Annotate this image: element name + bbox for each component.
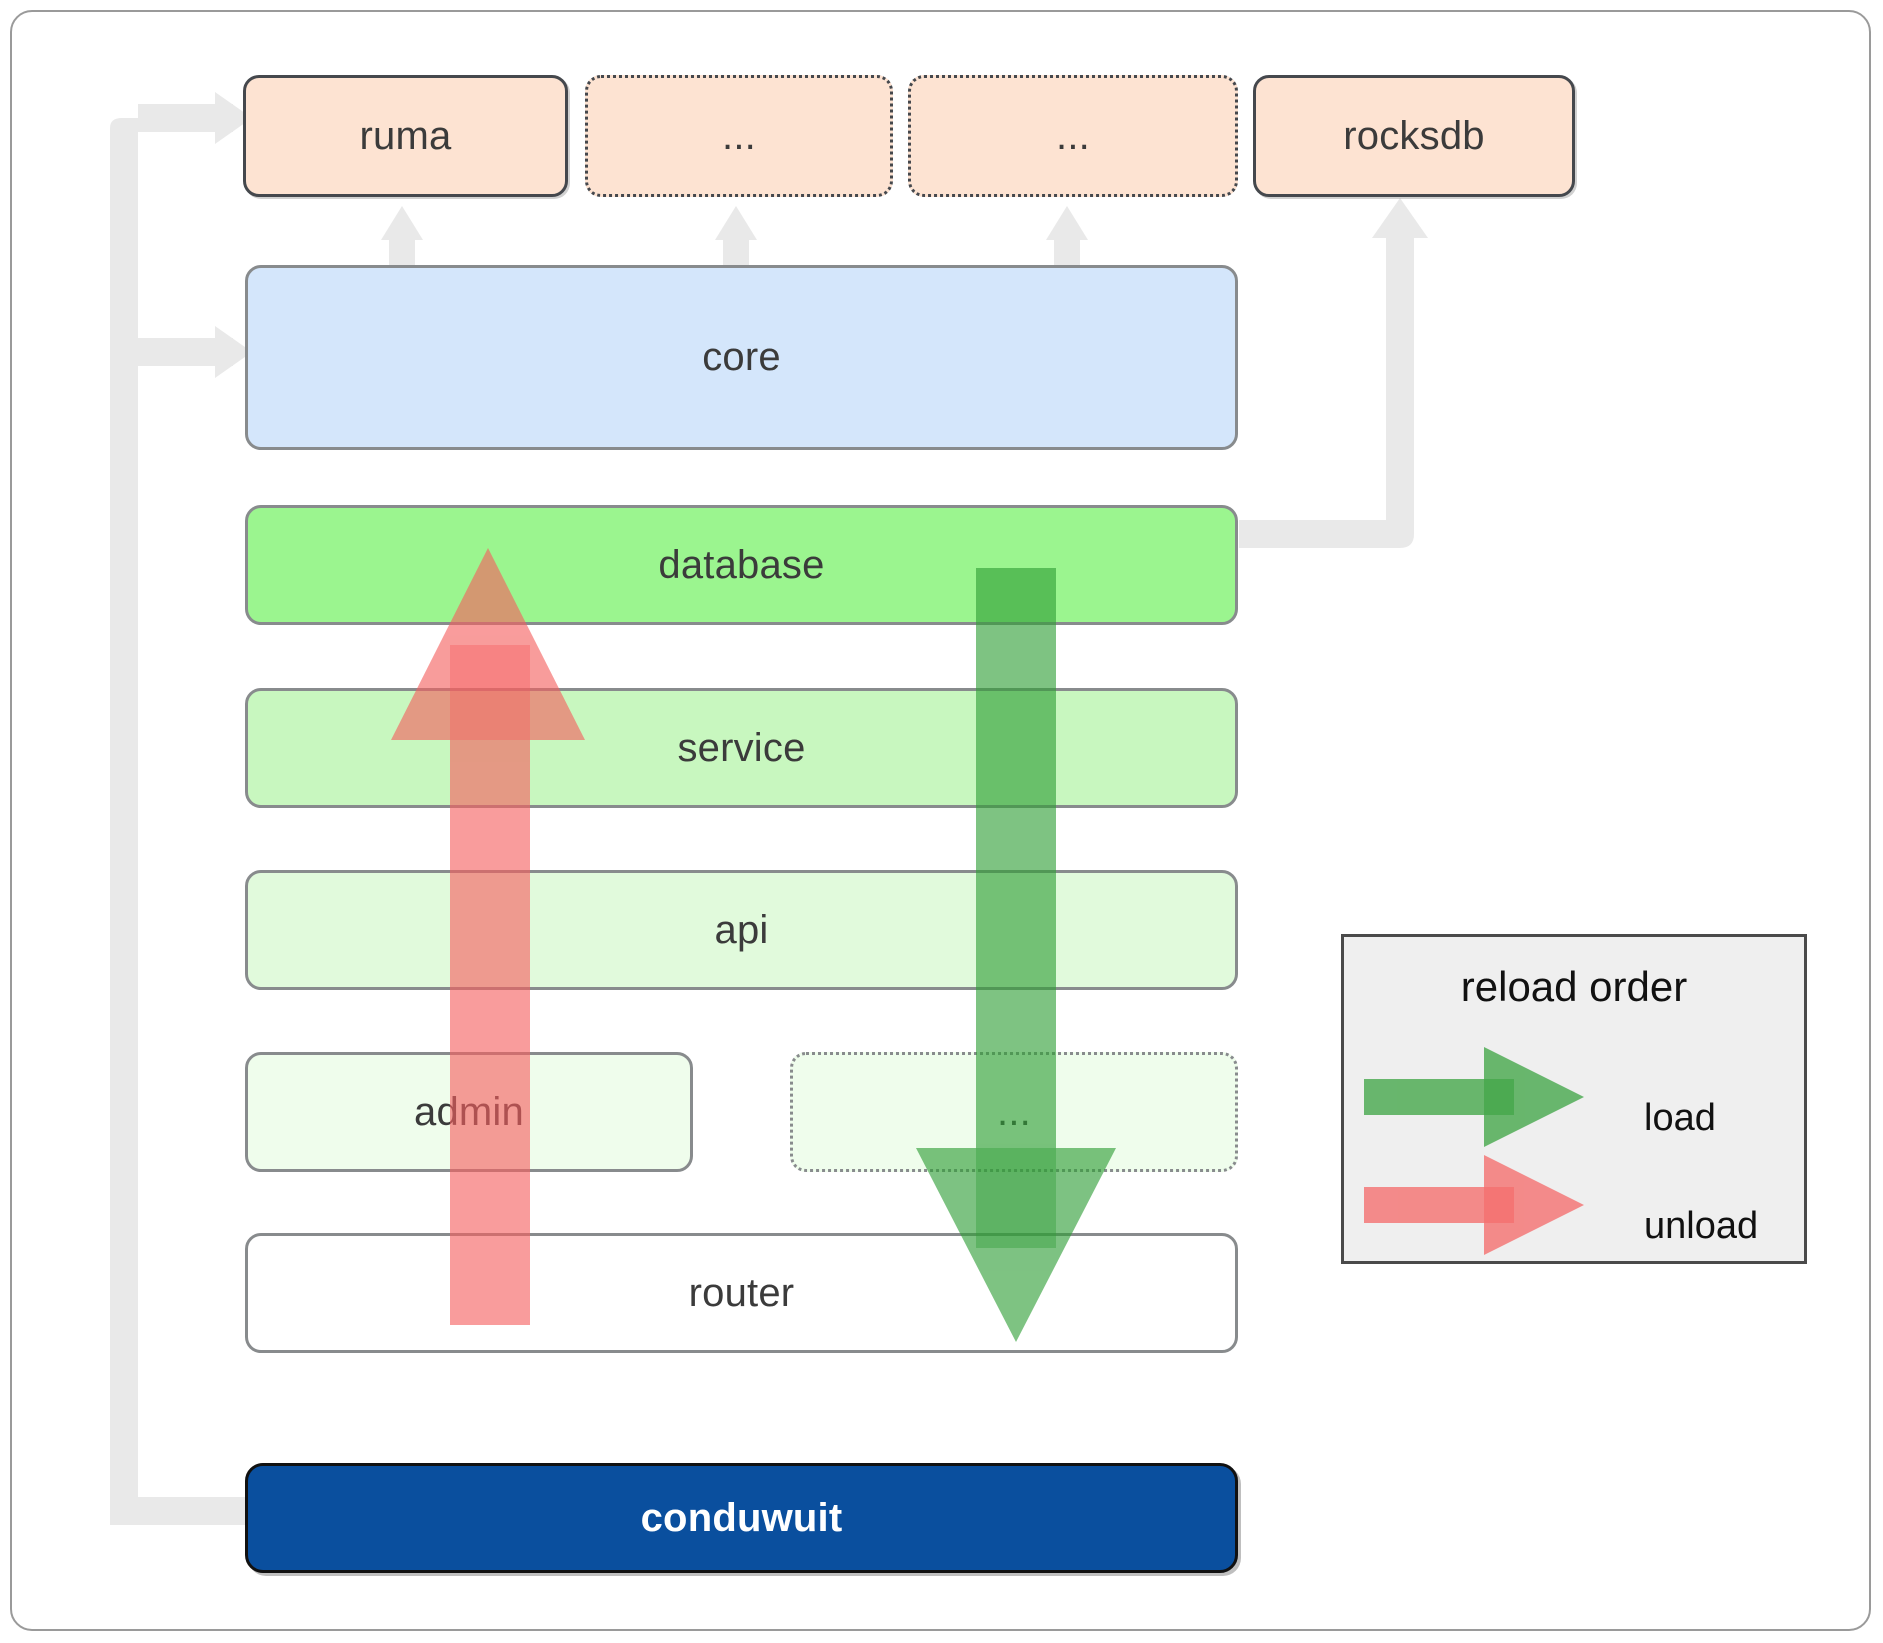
node-database[interactable]: database <box>245 505 1238 625</box>
legend-title: reload order <box>1460 963 1688 1010</box>
node-admin[interactable]: admin <box>245 1052 693 1172</box>
node-core[interactable]: core <box>245 265 1238 450</box>
node-api-label: api <box>714 907 769 952</box>
node-dots-3[interactable]: ... <box>790 1052 1238 1172</box>
legend-label-unload: unload <box>1644 1205 1759 1247</box>
node-admin-label: admin <box>414 1089 524 1134</box>
unload-arrow-icon <box>1364 1155 1584 1255</box>
legend-row-unload: unload <box>1344 1155 1810 1255</box>
node-rocksdb[interactable]: rocksdb <box>1253 75 1575 197</box>
diagram-frame <box>10 10 1871 1631</box>
node-ruma[interactable]: ruma <box>243 75 568 197</box>
node-core-label: core <box>702 335 781 379</box>
node-router-label: router <box>688 1270 795 1315</box>
node-dots-1[interactable]: ... <box>585 75 893 197</box>
node-ruma-label: ruma <box>359 113 452 158</box>
node-conduwuit[interactable]: conduwuit <box>245 1463 1238 1573</box>
load-arrow-icon <box>1364 1047 1584 1147</box>
node-rocksdb-label: rocksdb <box>1343 113 1485 158</box>
node-conduwuit-label: conduwuit <box>640 1495 843 1540</box>
legend-panel: reload order load unload <box>1341 934 1807 1264</box>
node-dots-2[interactable]: ... <box>908 75 1238 197</box>
legend-row-load: load <box>1344 1047 1810 1147</box>
node-service[interactable]: service <box>245 688 1238 808</box>
node-dots-1-label: ... <box>722 113 756 158</box>
node-dots-2-label: ... <box>1056 113 1090 158</box>
legend-label-load: load <box>1644 1097 1716 1139</box>
node-service-label: service <box>677 725 806 770</box>
node-api[interactable]: api <box>245 870 1238 990</box>
node-router[interactable]: router <box>245 1233 1238 1353</box>
node-database-label: database <box>658 542 825 587</box>
node-dots-3-label: ... <box>997 1089 1031 1134</box>
